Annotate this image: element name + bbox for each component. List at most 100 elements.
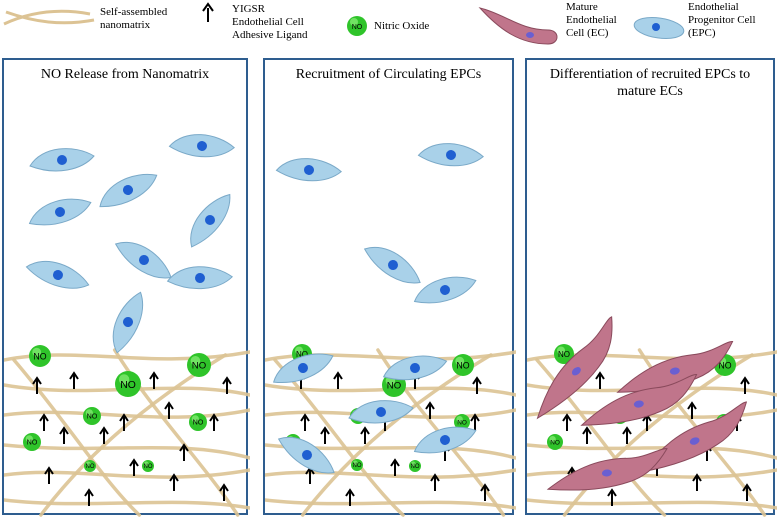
- ligand-arrow-icon: [425, 401, 435, 419]
- ligand-arrow-icon: [582, 426, 592, 444]
- ligand-arrow-icon: [472, 376, 482, 394]
- nitric-oxide-icon: NO: [142, 460, 154, 472]
- mature-ec-cell: [580, 374, 698, 426]
- panel-title: Recruitment of Circulating EPCs: [295, 67, 482, 82]
- fiber-strand: [265, 498, 516, 510]
- ligand-arrow-icon: [99, 426, 109, 444]
- svg-text:NO: NO: [33, 351, 46, 361]
- epc-cell: [25, 260, 90, 289]
- epc-cell: [168, 134, 235, 158]
- fiber-strand: [527, 498, 777, 510]
- ligand-arrow-icon: [480, 483, 490, 501]
- nitric-oxide-icon: NO: [187, 353, 211, 377]
- svg-text:NO: NO: [193, 418, 204, 427]
- ligand-arrow-icon: [622, 426, 632, 444]
- svg-text:NO: NO: [550, 439, 560, 446]
- legend-no-label: NO: [352, 24, 363, 31]
- nitric-oxide-icon: NO: [547, 434, 563, 450]
- ligand-arrow-icon: [320, 426, 330, 444]
- fiber-strand: [527, 443, 777, 460]
- panel-scene: NO NO NO NO NO NO NO NO: [4, 134, 250, 517]
- panel-epc-recruitment: Recruitment of Circulating EPCs NO NO NO NO…: [263, 58, 516, 517]
- ligand-arrow-icon: [39, 413, 49, 431]
- ligand-arrow-icon: [687, 401, 697, 419]
- svg-text:NO: NO: [192, 361, 206, 372]
- legend-epc-line3: (EPC): [688, 27, 716, 39]
- nitric-oxide-icon: NO: [554, 344, 574, 364]
- svg-text:NO: NO: [353, 463, 362, 469]
- svg-text:NO: NO: [87, 412, 98, 421]
- nitric-oxide-icon: NO: [452, 354, 474, 376]
- legend-nanomatrix-line2: nanomatrix: [100, 19, 151, 31]
- nitric-oxide-icon: NO: [84, 460, 96, 472]
- svg-text:NO: NO: [558, 350, 570, 359]
- legend-mature-ec-line3: Cell (EC): [566, 27, 609, 39]
- epc-cell: [277, 436, 335, 474]
- ligand-arrow-icon: [470, 413, 480, 431]
- svg-text:NO: NO: [456, 360, 469, 370]
- legend-ligand-line2: Endothelial Cell: [232, 16, 304, 28]
- legend-mature-ec-text: Mature Endothelial Cell (EC): [566, 1, 617, 40]
- svg-text:NO: NO: [27, 438, 38, 447]
- panel-title: NO Release from Nanomatrix: [40, 67, 210, 82]
- nanomatrix-legend-icon: [3, 9, 95, 26]
- ligand-arrow-icon: [129, 458, 139, 476]
- ligand-arrow-icon: [360, 426, 370, 444]
- ligand-arrow-icon: [119, 413, 129, 431]
- ligand-arrow-icon: [742, 483, 752, 501]
- fiber-strand: [12, 358, 142, 517]
- nitric-oxide-icon: NO: [23, 433, 41, 451]
- epc-cell: [99, 173, 158, 208]
- epc-cell: [272, 353, 334, 383]
- epc-cell: [166, 266, 234, 290]
- nitric-oxide-icon: NO: [351, 459, 363, 471]
- legend-mature-ec-line2: Endothelial: [566, 14, 617, 26]
- epc-cell: [29, 148, 95, 172]
- nitric-oxide-icon: NO: [189, 413, 207, 431]
- nitric-oxide-legend-icon: NO: [347, 16, 367, 36]
- fiber-strand: [4, 498, 250, 510]
- epc-cell: [114, 241, 172, 279]
- mature-ec-cell: [640, 401, 748, 473]
- ligand-arrow-icon: [69, 371, 79, 389]
- epc-cell: [413, 276, 477, 304]
- fiber-strand: [527, 468, 777, 479]
- legend-nanomatrix-text: Self-assembled nanomatrix: [100, 6, 167, 32]
- nitric-oxide-icon: NO: [115, 371, 141, 397]
- ligand-arrow-icon: [595, 371, 605, 389]
- nitric-oxide-icon: NO: [83, 407, 101, 425]
- mature-ec-cell: [536, 316, 613, 420]
- ligand-arrow-icon: [179, 443, 189, 461]
- ligand-arrow-icon: [740, 376, 750, 394]
- ligand-arrow-icon: [222, 376, 232, 394]
- ligand-arrow-icon: [219, 483, 229, 501]
- ligand-arrow-legend-icon: [202, 2, 214, 22]
- ligand-arrow-icon: [209, 413, 219, 431]
- legend-graphics: NO: [3, 2, 685, 45]
- epc-legend-icon: [633, 17, 685, 39]
- ligand-arrow-icon: [692, 473, 702, 491]
- legend-nanomatrix-line1: Self-assembled: [100, 6, 168, 18]
- svg-text:NO: NO: [718, 360, 731, 370]
- legend-nitric-oxide-text: Nitric Oxide: [374, 20, 430, 32]
- epc-cell: [28, 198, 92, 226]
- nitric-oxide-icon: NO: [29, 345, 51, 367]
- svg-text:NO: NO: [86, 464, 95, 470]
- ligand-arrow-icon: [32, 376, 42, 394]
- panel-differentiation: Differentiation of recruited EPCs to mat…: [525, 58, 777, 517]
- ligand-arrow-icon: [607, 488, 617, 506]
- epc-cell: [275, 158, 342, 182]
- ligand-arrow-icon: [300, 413, 310, 431]
- svg-text:NO: NO: [387, 381, 401, 392]
- epc-cell: [190, 193, 231, 248]
- legend-ligand-text: YIGSR Endothelial Cell Adhesive Ligand: [232, 3, 307, 42]
- svg-text:NO: NO: [144, 464, 153, 470]
- legend-epc-text: Endothelial Progenitor Cell (EPC): [688, 1, 756, 40]
- fiber-strand: [265, 468, 516, 479]
- svg-text:NO: NO: [457, 419, 467, 426]
- ligand-arrow-icon: [44, 466, 54, 484]
- legend-ligand-line1: YIGSR: [232, 3, 266, 15]
